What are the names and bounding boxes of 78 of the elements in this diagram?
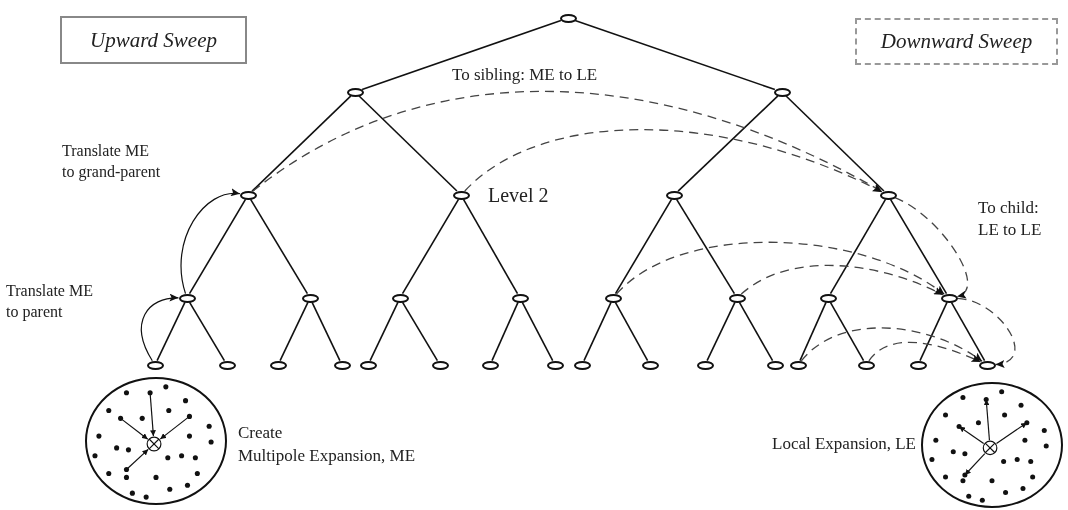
dashed-arrow: [464, 128, 883, 193]
tree-branch-line: [249, 198, 309, 295]
tree-branch-line: [156, 301, 186, 362]
tree-branch-line: [521, 301, 554, 362]
tree-branch-line: [401, 301, 439, 362]
tree-node: [641, 360, 659, 370]
dashed-arrow: [615, 241, 945, 295]
tree-branch-line: [251, 95, 352, 192]
tree-node: [665, 190, 683, 200]
tree-branch-line: [738, 301, 774, 362]
tree-node: [431, 360, 449, 370]
dashed-arrow: [740, 264, 944, 296]
tree-node: [604, 293, 622, 303]
tree-branch-line: [311, 301, 341, 362]
title-box: Downward Sweep: [855, 18, 1058, 65]
tree-branch-line: [677, 95, 779, 192]
tree-branch-line: [614, 301, 649, 362]
tree-node: [559, 13, 577, 23]
title-box: Upward Sweep: [60, 16, 247, 64]
annotation-text: To sibling: ME to LE: [452, 64, 598, 86]
tree-branch-line: [401, 198, 460, 295]
tree-node: [819, 293, 837, 303]
tree-node: [696, 360, 714, 370]
tree-node: [346, 87, 364, 97]
tree-node: [178, 293, 196, 303]
tree-node: [301, 293, 319, 303]
dashed-arrow: [868, 341, 982, 363]
tree-node: [146, 360, 164, 370]
annotation-text: Local Expansion, LE: [772, 433, 916, 455]
tree-node: [452, 190, 470, 200]
tree-node: [218, 360, 236, 370]
tree-node: [978, 360, 996, 370]
tree-branch-line: [785, 95, 885, 192]
curved-arrow: [140, 294, 180, 362]
tree-node: [546, 360, 564, 370]
tree-node: [239, 190, 257, 200]
tree-branch-line: [358, 95, 458, 192]
level-label: Level 2: [488, 183, 549, 208]
tree-branch-line: [462, 198, 519, 295]
tree-branch-line: [799, 301, 827, 362]
annotation-text: Create Multipole Expansion, ME: [238, 422, 416, 467]
tree-node: [269, 360, 287, 370]
annotation-text: To child: LE to LE: [978, 197, 1042, 241]
dashed-arrow: [252, 90, 883, 193]
tree-node: [573, 360, 591, 370]
tree-branch-line: [919, 301, 948, 362]
tree-node: [773, 87, 791, 97]
tree-node: [481, 360, 499, 370]
tree-branch-line: [614, 198, 673, 295]
tree-node: [789, 360, 807, 370]
curved-arrow: [180, 189, 241, 295]
tree-branch-line: [188, 198, 247, 295]
tree-node: [359, 360, 377, 370]
tree-branch-line: [706, 301, 736, 362]
tree-branch-line: [279, 301, 309, 362]
tree-branch-line: [188, 301, 226, 362]
tree-branch-line: [491, 301, 519, 362]
dashed-arrow: [800, 327, 983, 362]
tree-branch-line: [829, 301, 865, 362]
tree-node: [511, 293, 529, 303]
tree-branch-line: [675, 198, 736, 295]
tree-node: [879, 190, 897, 200]
tree-node: [857, 360, 875, 370]
tree-branch-line: [369, 301, 399, 362]
tree-node: [728, 293, 746, 303]
tree-node: [391, 293, 409, 303]
tree-node: [766, 360, 784, 370]
dashed-arrow: [894, 196, 969, 298]
tree-branch-line: [889, 198, 948, 295]
tree-node: [333, 360, 351, 370]
tree-branch-line: [361, 19, 562, 91]
tree-branch-line: [829, 198, 887, 295]
tree-branch-line: [583, 301, 612, 362]
tree-node: [909, 360, 927, 370]
tree-branch-line: [950, 301, 986, 362]
tree-node: [940, 293, 958, 303]
dashed-arrow: [956, 297, 1016, 367]
tree-branch-line: [574, 19, 776, 91]
